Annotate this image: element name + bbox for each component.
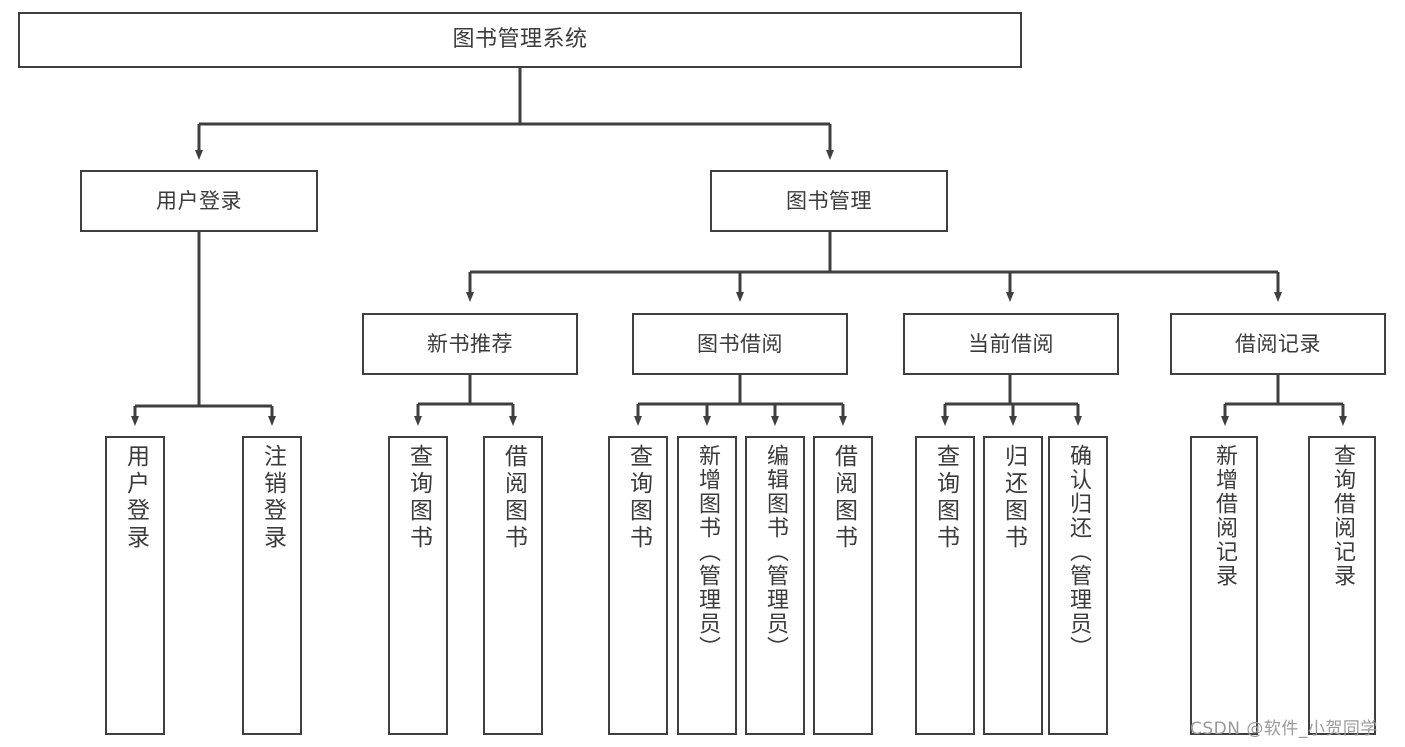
node-leaf-borrow-book-newbook[interactable]: 借阅图书 [483, 436, 543, 735]
node-label: 新增借阅记录 [1212, 444, 1237, 588]
node-label: 当前借阅 [968, 331, 1054, 356]
node-leaf-logout-login[interactable]: 注销登录 [242, 436, 302, 735]
node-label: 图书管理系统 [452, 27, 588, 53]
node-label: 图书管理 [786, 188, 872, 213]
node-label: 新增图书（管理员） [695, 444, 720, 660]
node-label: 归还图书 [1000, 444, 1027, 552]
node-label: 编辑图书（管理员） [763, 444, 788, 660]
node-leaf-add-book-admin[interactable]: 新增图书（管理员） [677, 436, 737, 735]
node-label: 查询图书 [625, 444, 652, 552]
node-new-book-recommend[interactable]: 新书推荐 [362, 313, 578, 375]
node-leaf-return-book[interactable]: 归还图书 [983, 436, 1043, 735]
node-label: 用户登录 [156, 188, 242, 213]
node-label: 借阅图书 [830, 444, 857, 552]
csdn-watermark: CSDN @软件_小贺同学 [1190, 719, 1378, 739]
node-leaf-confirm-return-admin[interactable]: 确认归还（管理员） [1048, 436, 1108, 735]
node-label: 借阅记录 [1235, 331, 1321, 356]
node-borrow-record[interactable]: 借阅记录 [1170, 313, 1386, 375]
node-label: 查询借阅记录 [1330, 444, 1355, 588]
node-leaf-borrow-book-bookborrow[interactable]: 借阅图书 [813, 436, 873, 735]
node-label: 用户登录 [122, 444, 149, 552]
node-label: 查询图书 [932, 444, 959, 552]
node-current-borrow[interactable]: 当前借阅 [903, 313, 1119, 375]
node-label: 新书推荐 [427, 331, 513, 356]
node-book-borrow[interactable]: 图书借阅 [632, 313, 848, 375]
node-label: 确认归还（管理员） [1066, 444, 1091, 660]
node-user-login[interactable]: 用户登录 [80, 170, 318, 232]
node-leaf-add-borrow-record[interactable]: 新增借阅记录 [1190, 436, 1258, 735]
node-leaf-query-book-bookborrow[interactable]: 查询图书 [608, 436, 668, 735]
node-label: 借阅图书 [500, 444, 527, 552]
node-leaf-edit-book-admin[interactable]: 编辑图书（管理员） [745, 436, 805, 735]
node-leaf-query-book-newbook[interactable]: 查询图书 [388, 436, 448, 735]
node-leaf-query-book-currentborrow[interactable]: 查询图书 [915, 436, 975, 735]
node-root-book-management-system[interactable]: 图书管理系统 [18, 12, 1022, 68]
node-label: 图书借阅 [697, 331, 783, 356]
node-label: 注销登录 [259, 444, 286, 552]
node-leaf-user-login[interactable]: 用户登录 [105, 436, 165, 735]
node-leaf-query-borrow-record[interactable]: 查询借阅记录 [1308, 436, 1376, 735]
node-book-management[interactable]: 图书管理 [710, 170, 948, 232]
node-label: 查询图书 [405, 444, 432, 552]
